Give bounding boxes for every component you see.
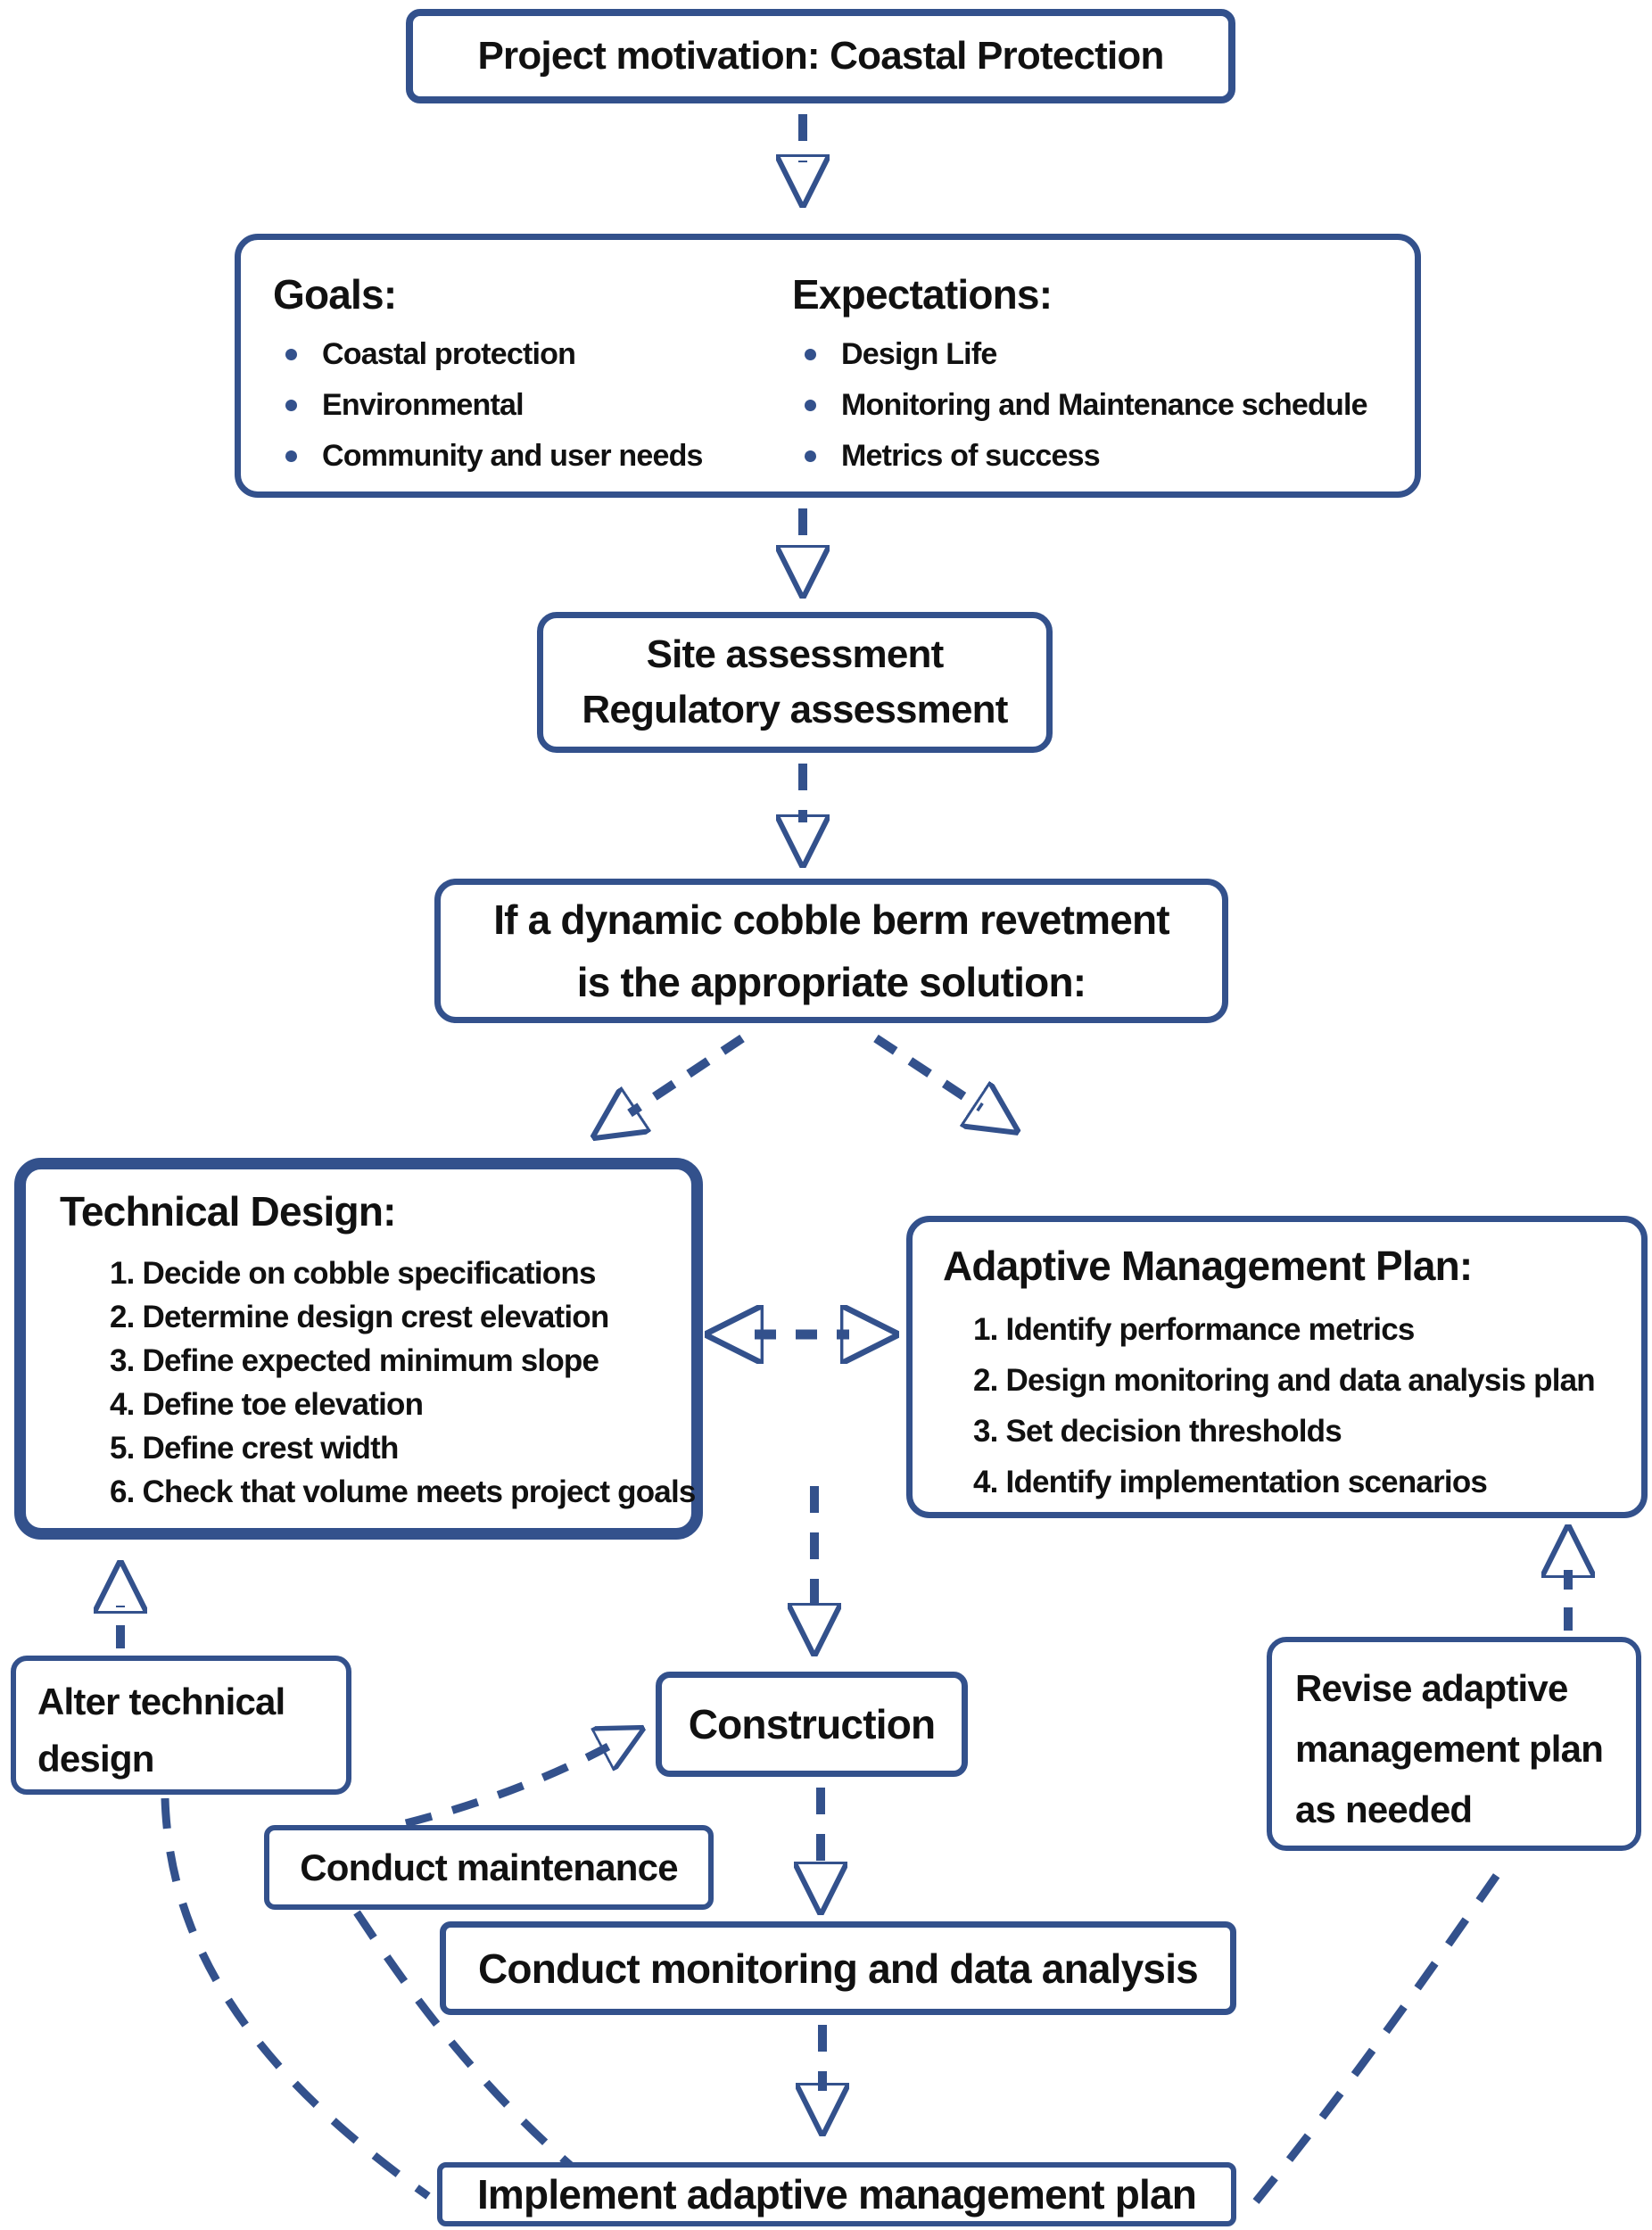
goals-column: Goals: Coastal protection Environmental … xyxy=(273,260,703,482)
technical-design-step: 6. Check that volume meets project goals xyxy=(110,1474,696,1509)
goals-heading: Goals: xyxy=(273,271,397,318)
node-goals-expectations: Goals: Coastal protection Environmental … xyxy=(235,234,1421,498)
expectations-item: Monitoring and Maintenance schedule xyxy=(792,380,1368,431)
node-adaptive-management-plan: Adaptive Management Plan: 1. Identify pe… xyxy=(906,1216,1648,1518)
node-conduct-monitoring: Conduct monitoring and data analysis xyxy=(440,1921,1236,2015)
technical-design-step: 5. Define crest width xyxy=(110,1430,399,1466)
implement-label: Implement adaptive management plan xyxy=(476,2171,1197,2218)
bullet-icon xyxy=(805,400,816,411)
node-conduct-maintenance: Conduct maintenance xyxy=(264,1825,714,1910)
alter-design-line: Alter technical xyxy=(37,1681,285,1722)
goals-item-label: Coastal protection xyxy=(322,337,576,371)
project-motivation-label: Project motivation: Coastal Protection xyxy=(477,34,1164,78)
expectations-heading: Expectations: xyxy=(792,271,1053,318)
expectations-column: Expectations: Design Life Monitoring and… xyxy=(792,260,1368,482)
revise-plan-line: Revise adaptive xyxy=(1295,1667,1568,1709)
technical-design-step: 1. Decide on cobble specifications xyxy=(110,1255,596,1291)
bullet-icon xyxy=(285,349,297,360)
goals-item: Community and user needs xyxy=(273,431,703,482)
conduct-maintenance-label: Conduct maintenance xyxy=(300,1846,678,1888)
bullet-icon xyxy=(285,450,297,462)
expectations-item-label: Metrics of success xyxy=(841,439,1101,473)
technical-design-step: 2. Determine design crest elevation xyxy=(110,1299,609,1334)
adaptive-plan-step: 3. Set decision thresholds xyxy=(973,1413,1342,1449)
revise-plan-line: as needed xyxy=(1295,1788,1473,1830)
curve-maintenance-to-construction xyxy=(404,1747,608,1828)
assessment-line: Regulatory assessment xyxy=(582,688,1008,731)
node-alter-technical-design: Alter technical design xyxy=(11,1656,351,1795)
adaptive-plan-step: 2. Design monitoring and data analysis p… xyxy=(973,1362,1596,1398)
node-site-regulatory-assessment: Site assessment Regulatory assessment xyxy=(537,612,1053,753)
node-revise-adaptive-plan: Revise adaptive management plan as neede… xyxy=(1267,1637,1641,1851)
arrow-condition-to-adaptive-plan xyxy=(873,1034,981,1108)
adaptive-plan-step: 4. Identify implementation scenarios xyxy=(973,1464,1488,1499)
arrow-condition-to-technical-design xyxy=(630,1034,745,1113)
expectations-item: Metrics of success xyxy=(792,431,1367,482)
adaptive-plan-heading: Adaptive Management Plan: xyxy=(943,1243,1473,1289)
revise-plan-line: management plan xyxy=(1295,1728,1604,1770)
condition-line: is the appropriate solution: xyxy=(576,959,1086,1005)
technical-design-step: 3. Define expected minimum slope xyxy=(110,1342,599,1378)
monitoring-label: Conduct monitoring and data analysis xyxy=(478,1945,1199,1992)
adaptive-plan-step: 1. Identify performance metrics xyxy=(973,1311,1415,1347)
technical-design-step: 4. Define toe elevation xyxy=(110,1386,424,1422)
node-technical-design: Technical Design: 1. Decide on cobble sp… xyxy=(14,1158,703,1540)
node-project-motivation: Project motivation: Coastal Protection xyxy=(406,9,1235,103)
goals-item: Environmental xyxy=(273,380,703,431)
expectations-item: Design Life xyxy=(792,329,1367,380)
curve-implement-to-revise xyxy=(1252,1854,1513,2204)
alter-design-line: design xyxy=(37,1738,154,1780)
condition-line: If a dynamic cobble berm revetment xyxy=(493,896,1169,943)
bullet-icon xyxy=(805,450,816,462)
technical-design-heading: Technical Design: xyxy=(60,1188,396,1235)
node-implement-adaptive-plan: Implement adaptive management plan xyxy=(437,2162,1236,2226)
expectations-item-label: Monitoring and Maintenance schedule xyxy=(841,388,1368,422)
goals-item-label: Environmental xyxy=(322,388,525,422)
bullet-icon xyxy=(285,400,297,411)
bullet-icon xyxy=(805,349,816,360)
goals-item-label: Community and user needs xyxy=(322,439,703,473)
assessment-line: Site assessment xyxy=(646,632,945,676)
node-construction: Construction xyxy=(656,1672,968,1777)
node-cobble-berm-condition: If a dynamic cobble berm revetment is th… xyxy=(434,879,1228,1023)
goals-item: Coastal protection xyxy=(273,329,703,380)
construction-label: Construction xyxy=(688,1701,936,1747)
expectations-item-label: Design Life xyxy=(841,337,997,371)
